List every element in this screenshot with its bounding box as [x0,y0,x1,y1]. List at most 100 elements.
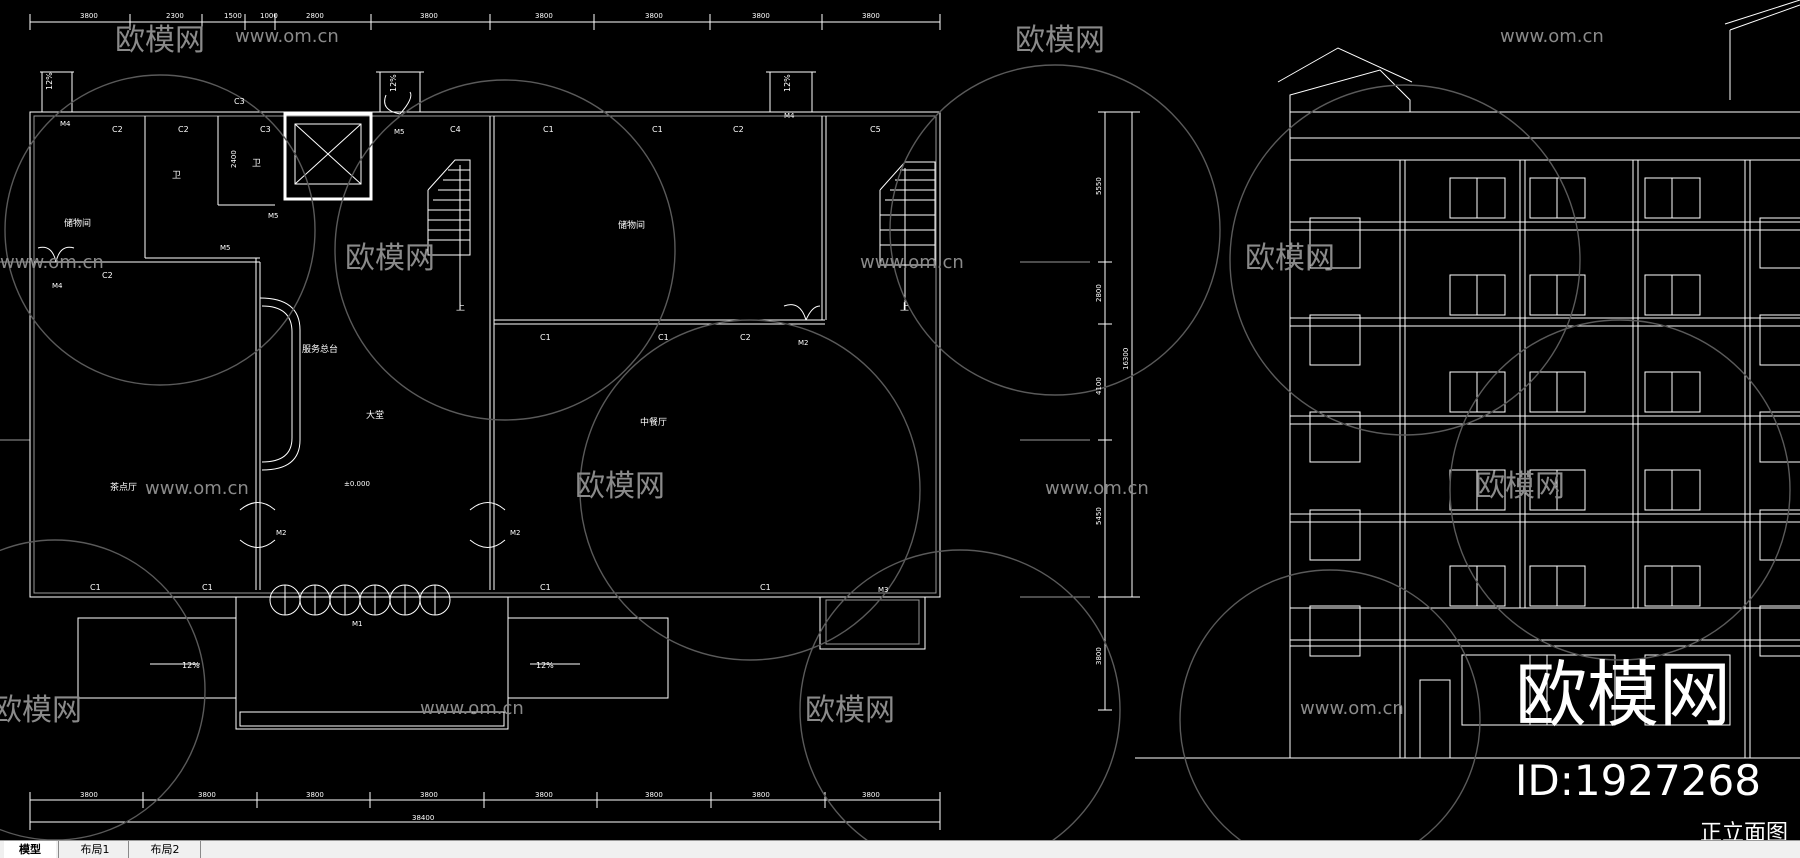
door-tag: M2 [798,339,809,347]
window-tag: C1 [652,125,663,134]
elevation-side-window [1759,411,1800,463]
dimension-label: 3800 [535,12,553,20]
door-tag: M1 [352,620,363,628]
main-entrance-doors [269,584,451,616]
elevator-shaft [283,112,373,201]
watermark-url: www.om.cn [1300,698,1404,719]
watermark-url: www.om.cn [235,26,339,47]
tab-layout1[interactable]: 布局1 [80,843,110,856]
window-tag: C1 [760,583,771,592]
dimension-label: 3800 [306,791,324,799]
elevation-side-window [1759,605,1800,657]
watermark-logo: 欧模网 [1475,469,1565,504]
window-tag: C2 [178,125,189,134]
elevation-side-window [1309,509,1361,561]
room-label: 大堂 [366,409,384,421]
elevation-side-window [1759,314,1800,366]
elevation-side-window [1759,217,1800,269]
watermarks: 欧模网 欧模网 欧模网 欧模网 欧模网 欧模网 欧模网 欧模网 www.om.c… [0,23,1761,805]
room-label: 茶点厅 [110,481,137,493]
door-symbols [37,91,821,548]
door-tag: M4 [784,112,795,120]
dimension-label: 3800 [862,12,880,20]
dimension-label: 4100 [1095,377,1103,395]
cad-drawing-canvas[interactable]: 3800 2300 1500 1000 2800 3800 3800 3800 … [0,0,1800,840]
dimension-label: 3800 [198,791,216,799]
dimension-label: 3800 [645,791,663,799]
slope-label: 12% [182,661,200,670]
door-tag: M4 [52,282,63,290]
watermark-circles [0,64,1791,840]
dimension-label: 3800 [80,791,98,799]
watermark-url: www.om.cn [1045,478,1149,499]
stair-right [879,161,936,310]
outer-wall [29,111,941,598]
dimension-label: 2800 [1095,284,1103,302]
dimension-label: 3800 [80,12,98,20]
room-label: 卫 [252,159,261,169]
window-tag: C1 [202,583,213,592]
slope-label: 12% [536,661,554,670]
floor-plan [0,14,1140,830]
total-width-label: 38400 [412,814,434,822]
dimension-label: 3800 [752,12,770,20]
dimension-label: 3800 [645,12,663,20]
stair-left [427,159,471,310]
watermark-url: www.om.cn [1500,26,1604,47]
elevation-side-window [1309,314,1361,366]
watermark-logo: 欧模网 [0,693,82,728]
dimension-label: 2400 [230,150,238,168]
watermark-logo: 欧模网 [345,241,435,276]
window-tag: C1 [658,333,669,342]
tab-model[interactable]: 模型 [4,841,56,858]
dimension-label: 3800 [862,791,880,799]
drawing-text: 3800 2300 1500 1000 2800 3800 3800 3800 … [45,12,1788,840]
dimension-label: 2800 [306,12,324,20]
watermark-url: www.om.cn [420,698,524,719]
elevation-side-window [1309,217,1361,269]
dimension-label: 1500 [224,12,242,20]
dimension-label: 1000 [260,12,278,20]
front-elevation [1135,0,1800,759]
door-tag: M2 [276,529,287,537]
elevation-side-window [1309,411,1361,463]
elevation-mark: ±0.000 [344,480,370,488]
dimension-label: 3800 [1095,647,1103,665]
window-tag: C3 [260,125,271,134]
window-tag: C2 [112,125,123,134]
elevation-side-window [1309,605,1361,657]
top-dimension-ticks [29,14,941,30]
bottom-dimension-ticks [29,792,941,830]
ramp-right [507,617,669,699]
layout-tab-bar: 模型 布局1 布局2 [0,840,1800,858]
watermark-logo: 欧模网 [115,23,205,58]
room-label: 卫 [172,171,181,181]
window-tag: C4 [450,125,461,134]
watermark-big-logo: 欧模网 [1515,653,1731,737]
door-tag: M4 [60,120,71,128]
window-tag: C2 [102,271,113,280]
window-tag: C3 [234,97,245,106]
dimension-label: 3800 [535,791,553,799]
door-tag: M5 [268,212,279,220]
elevation-title: 正立面图 [1700,821,1788,840]
stair-up-label: 上 [456,302,465,313]
elevation-ground-window [1644,654,1731,726]
elevation-door [1419,679,1451,759]
watermark-logo: 欧模网 [1245,241,1335,276]
stair-up-label: 上 [900,302,909,313]
window-tag: C2 [740,333,751,342]
door-tag: M5 [394,128,405,136]
door-tag: M2 [510,529,521,537]
slope-label: 12% [783,74,792,92]
window-tag: C1 [90,583,101,592]
elevation-ground-window [1529,654,1616,726]
tab-layout2[interactable]: 布局2 [150,843,180,856]
window-tag: C1 [543,125,554,134]
window-tag: C2 [733,125,744,134]
elevation-columns [1399,160,1751,758]
dimension-label: 5550 [1095,177,1103,195]
window-tag: C1 [540,333,551,342]
room-label: 储物间 [618,219,645,231]
total-height-label: 16300 [1122,348,1130,370]
